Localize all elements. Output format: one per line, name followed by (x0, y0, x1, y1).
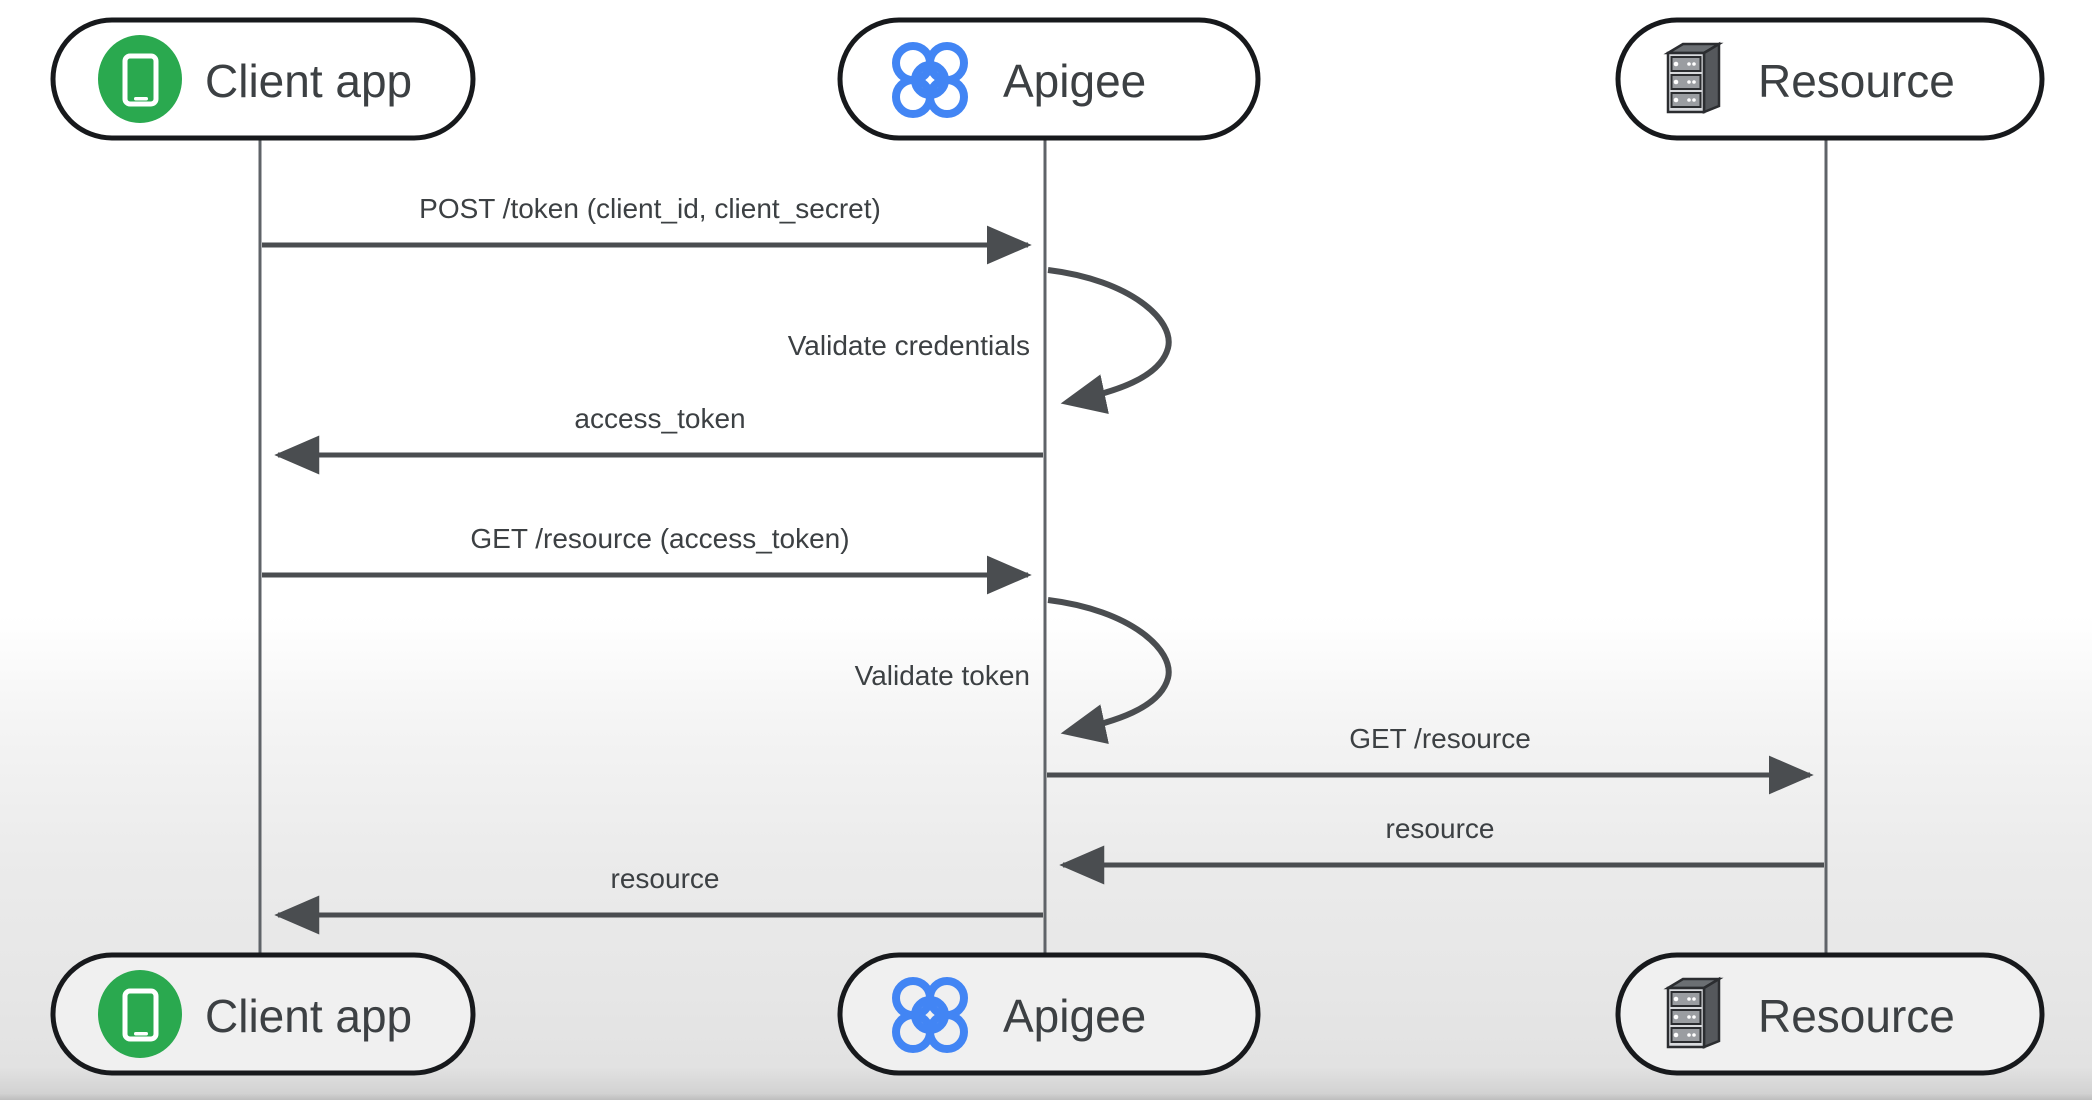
lifelines (258, 138, 1828, 960)
participant-label: Apigee (1003, 990, 1146, 1042)
participant-boxes-bottom: Client app Apigee (50, 952, 2045, 1076)
message-access-token[interactable]: access_token (274, 403, 1043, 475)
self-loop-path (1047, 267, 1172, 414)
message-label: GET /resource (1349, 723, 1531, 754)
message-label: resource (611, 863, 720, 894)
participant-box (1615, 17, 2045, 141)
message-post-token[interactable]: POST /token (client_id, client_secret) (262, 193, 1032, 265)
message-get-resource[interactable]: GET /resource (1047, 723, 1814, 795)
message-label: GET /resource (access_token) (470, 523, 849, 554)
mobile-phone-icon (98, 970, 182, 1058)
server-rack-icon (1663, 976, 1724, 1049)
participant-label: Client app (205, 55, 412, 107)
message-label: Validate token (855, 660, 1030, 691)
participant-apigee-bottom[interactable]: Apigee (837, 952, 1261, 1076)
mobile-phone-icon (98, 35, 182, 123)
self-loop-path (1047, 597, 1172, 744)
apigee-clover-icon (892, 42, 968, 118)
message-label: resource (1386, 813, 1495, 844)
participant-resource-bottom[interactable]: Resource (1615, 952, 2045, 1076)
participant-label: Resource (1758, 55, 1955, 107)
messages: POST /token (client_id, client_secret) V… (262, 193, 1824, 935)
participant-boxes-top: Client app Apigee (50, 17, 2045, 141)
message-resource-return[interactable]: resource (1059, 813, 1824, 885)
message-validate-token[interactable]: Validate token (855, 597, 1172, 744)
message-label: POST /token (client_id, client_secret) (419, 193, 881, 224)
participant-label: Resource (1758, 990, 1955, 1042)
server-rack-icon (1663, 41, 1724, 114)
apigee-clover-icon (892, 977, 968, 1053)
participant-resource-top[interactable]: Resource (1615, 17, 2045, 141)
message-resource-to-client[interactable]: resource (274, 863, 1043, 935)
participant-client-top[interactable]: Client app (50, 17, 476, 141)
participant-client-bottom[interactable]: Client app (50, 952, 476, 1076)
message-label: Validate credentials (788, 330, 1030, 361)
message-label: access_token (574, 403, 745, 434)
participant-label: Client app (205, 990, 412, 1042)
participant-label: Apigee (1003, 55, 1146, 107)
participant-apigee-top[interactable]: Apigee (837, 17, 1261, 141)
message-validate-credentials[interactable]: Validate credentials (788, 267, 1172, 414)
message-get-resource-token[interactable]: GET /resource (access_token) (262, 523, 1032, 595)
participant-box (1615, 952, 2045, 1076)
